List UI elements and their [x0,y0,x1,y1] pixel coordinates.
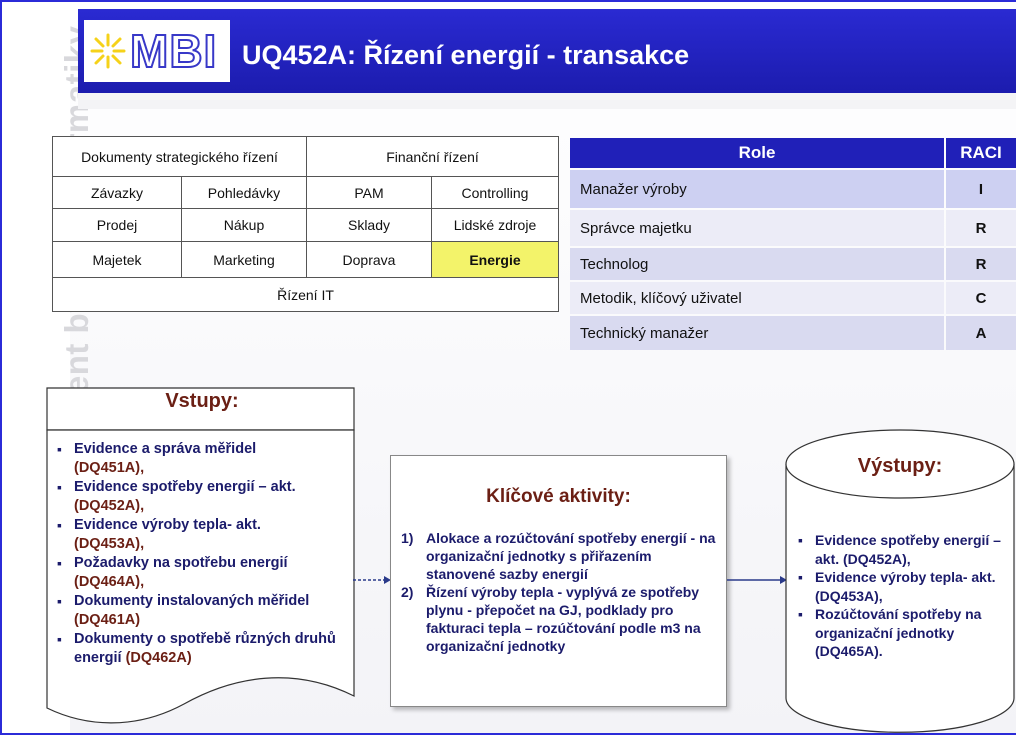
raci-role-name: Manažer výroby [570,170,944,208]
grid-cell-zavazky: Závazky [52,176,182,209]
raci-row: Metodik, klíčový uživatel C [570,282,1016,314]
logo-text: MBI [129,24,218,78]
list-item: 1)Alokace a rozúčtování spotřeby energií… [401,530,716,582]
raci-value: C [946,282,1016,314]
grid-cell-lidske-zdroje: Lidské zdroje [431,208,559,242]
raci-row: Manažer výroby I [570,170,1016,208]
sun-icon [90,33,126,69]
inputs-list: Evidence a správa měřidel(DQ451A), Evide… [54,440,354,668]
grid-cell-doprava: Doprava [306,241,432,278]
raci-role-name: Technický manažer [570,316,944,350]
raci-row: Technolog R [570,248,1016,280]
category-grid: Dokumenty strategického řízení Finanční … [52,136,559,312]
raci-value: R [946,210,1016,246]
raci-row: Správce majetku R [570,210,1016,246]
list-item: Dokumenty o spotřebě různých druhů energ… [54,630,354,668]
key-activities-list: 1)Alokace a rozúčtování spotřeby energií… [398,529,723,655]
list-item: Dokumenty instalovaných měřidel(DQ461A) [54,592,354,630]
grid-cell-majetek: Majetek [52,241,182,278]
raci-header-role: Role [570,138,944,168]
list-item: Požadavky na spotřebu energií(DQ464A), [54,554,354,592]
list-item: Evidence výroby tepla- akt. (DQ453A), [794,568,1006,605]
page-title: UQ452A: Řízení energií - transakce [242,40,690,70]
raci-header-raci: RACI [946,138,1016,168]
list-item: Evidence a správa měřidel(DQ451A), [54,440,354,478]
arrow-right-icon [727,576,787,584]
grid-cell-nakup: Nákup [181,208,307,242]
raci-table: Role RACI Manažer výroby I Správce majet… [570,138,1016,350]
raci-value: I [946,170,1016,208]
list-item: Evidence spotřeby energií – akt.(DQ452A)… [54,478,354,516]
grid-cell-sklady: Sklady [306,208,432,242]
outputs-title: Výstupy: [857,455,943,477]
list-item: Evidence výroby tepla- akt.(DQ453A), [54,516,354,554]
raci-value: R [946,248,1016,280]
list-item: 2)Řízení výroby tepla - vyplývá ze spotř… [401,584,701,654]
key-activities-title: Klíčové aktivity: [486,486,631,507]
grid-cell-energie: Energie [431,241,559,278]
grid-cell-controlling: Controlling [431,176,559,209]
list-item: Rozúčtování spotřeby na organizační jedn… [794,605,1006,661]
list-item: Evidence spotřeby energií – akt. (DQ452A… [794,531,1006,568]
mbi-logo: MBI [84,20,230,82]
arrow-right-icon [353,576,391,584]
key-activities-box [390,455,727,707]
grid-cell-marketing: Marketing [181,241,307,278]
grid-cell-pam: PAM [306,176,432,209]
grid-cell-strategic-docs: Dokumenty strategického řízení [52,136,307,177]
raci-row: Technický manažer A [570,316,1016,350]
grid-cell-rizeni-it: Řízení IT [52,277,559,312]
raci-role-name: Správce majetku [570,210,944,246]
raci-role-name: Technolog [570,248,944,280]
grid-cell-pohledavky: Pohledávky [181,176,307,209]
header-bar [78,9,1016,93]
raci-value: A [946,316,1016,350]
outputs-list: Evidence spotřeby energií – akt. (DQ452A… [794,531,1006,661]
raci-role-name: Metodik, klíčový uživatel [570,282,944,314]
grid-cell-financial: Finanční řízení [306,136,559,177]
grid-cell-prodej: Prodej [52,208,182,242]
inputs-title: Vstupy: [165,390,239,412]
header-underbar [78,93,1016,109]
